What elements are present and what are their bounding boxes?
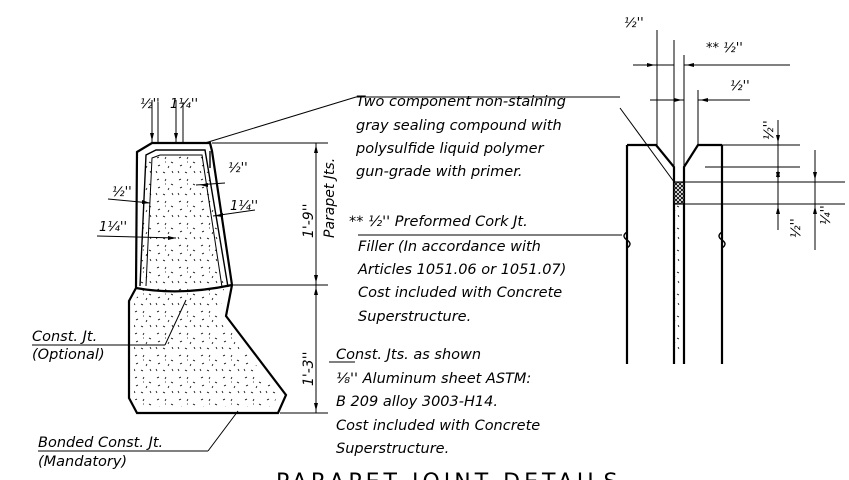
cork-line-2: Filler (In accordance with	[358, 239, 541, 255]
aluminum-line-3: B 209 alloy 3003-H14.	[336, 394, 498, 410]
cork-line-5: Superstructure.	[358, 309, 471, 325]
dim-top-quarter: 1¼''	[170, 97, 198, 112]
dim-side-half-right: ½''	[228, 161, 248, 176]
dim-side-quarter-left: 1¼''	[99, 220, 127, 235]
aluminum-note: Const. Jts. as shown ⅛'' Aluminum sheet …	[336, 347, 540, 457]
top-dimensions: ½'' 1¼''	[140, 97, 198, 143]
detail-dim-quarter: ¼''	[819, 205, 834, 225]
detail-dim-top-half: ½''	[624, 16, 644, 31]
const-jt-mandatory-1: Bonded Const. Jt.	[38, 435, 163, 451]
sheet-lining	[139, 149, 229, 288]
sealing-line-2: gray sealing compound with	[356, 118, 562, 134]
cork-line-1: ** ½'' Preformed Cork Jt.	[349, 214, 528, 230]
cork-line-4: Cost included with Concrete	[358, 285, 562, 301]
sealing-line-4: gun-grade with primer.	[356, 164, 522, 180]
detail-top-dimensions: ½'' ** ½'' ½''	[624, 16, 790, 167]
center-leaders	[204, 96, 681, 363]
detail-dim-right-half: ½''	[730, 79, 750, 94]
aluminum-line-4: Cost included with Concrete	[336, 418, 540, 434]
aluminum-line-1: Const. Jts. as shown	[336, 347, 481, 363]
dim-side-half-left: ½''	[112, 185, 132, 200]
sheet-lining-inner	[145, 154, 223, 288]
joint-detail	[623, 143, 726, 364]
sealing-note: Two component non-staining gray sealing …	[355, 94, 566, 180]
break-line-right	[718, 231, 726, 249]
side-dimensions: ½'' 1¼'' ½'' 1¼''	[96, 161, 258, 240]
const-jt-optional-1: Const. Jt.	[32, 329, 97, 345]
detail-left-slab	[627, 143, 676, 364]
dim-base-height: 1'-3''	[301, 352, 317, 386]
cork-line-3: Articles 1051.06 or 1051.07)	[357, 262, 566, 278]
sealing-line-3: polysulfide liquid polymer	[355, 141, 545, 157]
height-dimensions: 1'-9'' 1'-3'' Parapet Jts.	[212, 142, 338, 414]
const-jt-mandatory-2: (Mandatory)	[38, 454, 127, 470]
parapet-outline	[127, 141, 288, 415]
drawing-title: PARAPET JOINT DETAILS	[276, 470, 621, 480]
sealing-line-1: Two component non-staining	[356, 94, 566, 110]
dim-parapet-height: 1'-9''	[301, 204, 317, 238]
concrete-fill	[134, 152, 278, 407]
left-leaders	[32, 299, 239, 452]
parapet-joints-label: Parapet Jts.	[322, 158, 338, 238]
detail-dim-cork: ** ½''	[706, 41, 743, 56]
aluminum-line-2: ⅛'' Aluminum sheet ASTM:	[336, 371, 531, 387]
dim-top-half: ½''	[140, 97, 160, 112]
sealant-block	[673, 181, 685, 205]
detail-side-dimensions: ½'' ½'' ¼''	[684, 120, 845, 250]
parapet-section	[127, 141, 288, 415]
dim-side-quarter-right: 1¼''	[230, 199, 258, 214]
const-joint-line	[135, 283, 233, 293]
const-jt-optional-2: (Optional)	[32, 347, 105, 363]
detail-dim-side-half-lower: ½''	[789, 218, 804, 238]
detail-right-slab	[682, 143, 722, 364]
cork-filler	[674, 204, 684, 359]
aluminum-line-5: Superstructure.	[336, 441, 449, 457]
detail-dim-side-half-upper: ½''	[762, 120, 777, 140]
break-line-left	[623, 231, 631, 249]
cork-note: ** ½'' Preformed Cork Jt. Filler (In acc…	[349, 214, 566, 325]
